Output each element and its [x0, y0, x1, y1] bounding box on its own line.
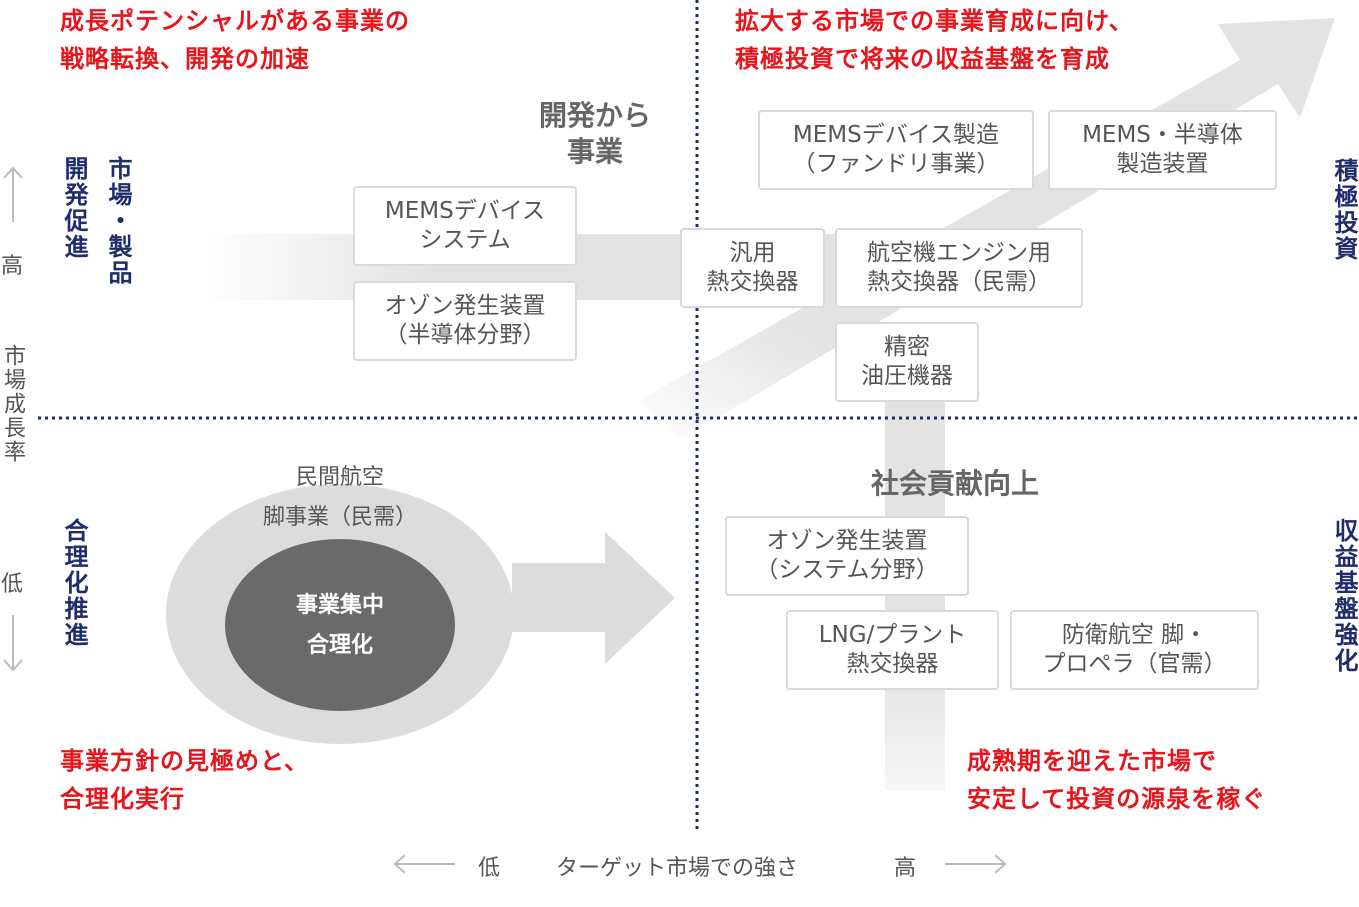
top-right-title: 拡大する市場での事業育成に向け、 積極投資で将来の収益基盤を育成 [735, 2, 1134, 78]
box-mems-equipment: MEMS・半導体 製造装置 [1048, 110, 1277, 190]
side-label-market-product: 市場・製品 [104, 156, 132, 286]
heading-social-contribution: 社会貢献向上 [870, 467, 1039, 500]
box-ozone-semiconductor: オゾン発生装置 （半導体分野） [353, 281, 577, 361]
top-left-title: 成長ポテンシャルがある事業の 戦略転換、開発の加速 [60, 2, 410, 78]
top-right-title-line2: 積極投資で将来の収益基盤を育成 [735, 45, 1110, 73]
side-label-rationalization: 合理化推進 [60, 518, 88, 648]
top-left-title-line1: 成長ポテンシャルがある事業の [60, 7, 410, 35]
bottom-left-title-line2: 合理化実行 [60, 785, 185, 813]
box-defense-landing-gear: 防衛航空 脚・ プロペラ（官需） [1010, 610, 1259, 690]
bottom-left-title-line1: 事業方針の見極めと、 [60, 747, 310, 775]
top-left-title-line2: 戦略転換、開発の加速 [60, 45, 310, 73]
side-label-revenue-base: 収益基盤強化 [1330, 518, 1358, 674]
top-right-title-line1: 拡大する市場での事業育成に向け、 [735, 7, 1134, 35]
outer-circle-line1: 民間航空 [295, 465, 384, 490]
heading-dev-to-business: 開発から 事業 [538, 99, 651, 168]
box-mems-foundry: MEMSデバイス製造 （ファンドリ事業） [758, 110, 1034, 190]
right-arrow [512, 532, 675, 664]
bottom-right-title: 成熟期を迎えた市場で 安定して投資の源泉を稼ぐ [967, 742, 1266, 818]
y-axis-down-arrow [3, 615, 23, 672]
x-axis-low: 低 [478, 856, 501, 881]
box-precision-hydraulic: 精密 油圧機器 [835, 322, 979, 402]
bottom-left-title: 事業方針の見極めと、 合理化実行 [60, 742, 309, 818]
x-axis-left-arrow [393, 854, 455, 874]
box-ozone-system: オゾン発生装置 （システム分野） [725, 516, 969, 596]
x-axis-right-arrow [945, 854, 1007, 874]
inner-circle-line1: 事業集中 [295, 593, 384, 618]
box-mems-system: MEMSデバイス システム [353, 186, 577, 266]
inner-circle-line2: 合理化 [306, 633, 373, 658]
box-lng-heat-exchanger: LNG/プラント 熱交換器 [786, 610, 999, 690]
outer-circle-label: 民間航空 脚事業（民需） [226, 458, 454, 538]
side-label-active-investment: 積極投資 [1330, 158, 1358, 262]
box-aircraft-heat-exchanger: 航空機エンジン用 熱交換器（民需） [835, 228, 1083, 308]
bottom-right-title-line2: 安定して投資の源泉を稼ぐ [967, 785, 1267, 813]
inner-circle-label: 事業集中 合理化 [240, 586, 440, 666]
x-axis-label: ターゲット市場での強さ [556, 856, 799, 881]
bottom-right-title-line1: 成熟期を迎えた市場で [967, 747, 1217, 775]
box-general-heat-exchanger: 汎用 熱交換器 [680, 228, 825, 308]
outer-circle-line2: 脚事業（民需） [262, 505, 417, 530]
x-axis-high: 高 [894, 856, 917, 881]
y-axis-up-arrow [3, 166, 23, 222]
y-axis-label: 市場成長率 [0, 344, 25, 464]
y-axis-high: 高 [1, 254, 24, 279]
side-label-development: 開発促進 [60, 156, 88, 260]
inner-circle [225, 539, 455, 711]
y-axis-low: 低 [1, 572, 24, 597]
